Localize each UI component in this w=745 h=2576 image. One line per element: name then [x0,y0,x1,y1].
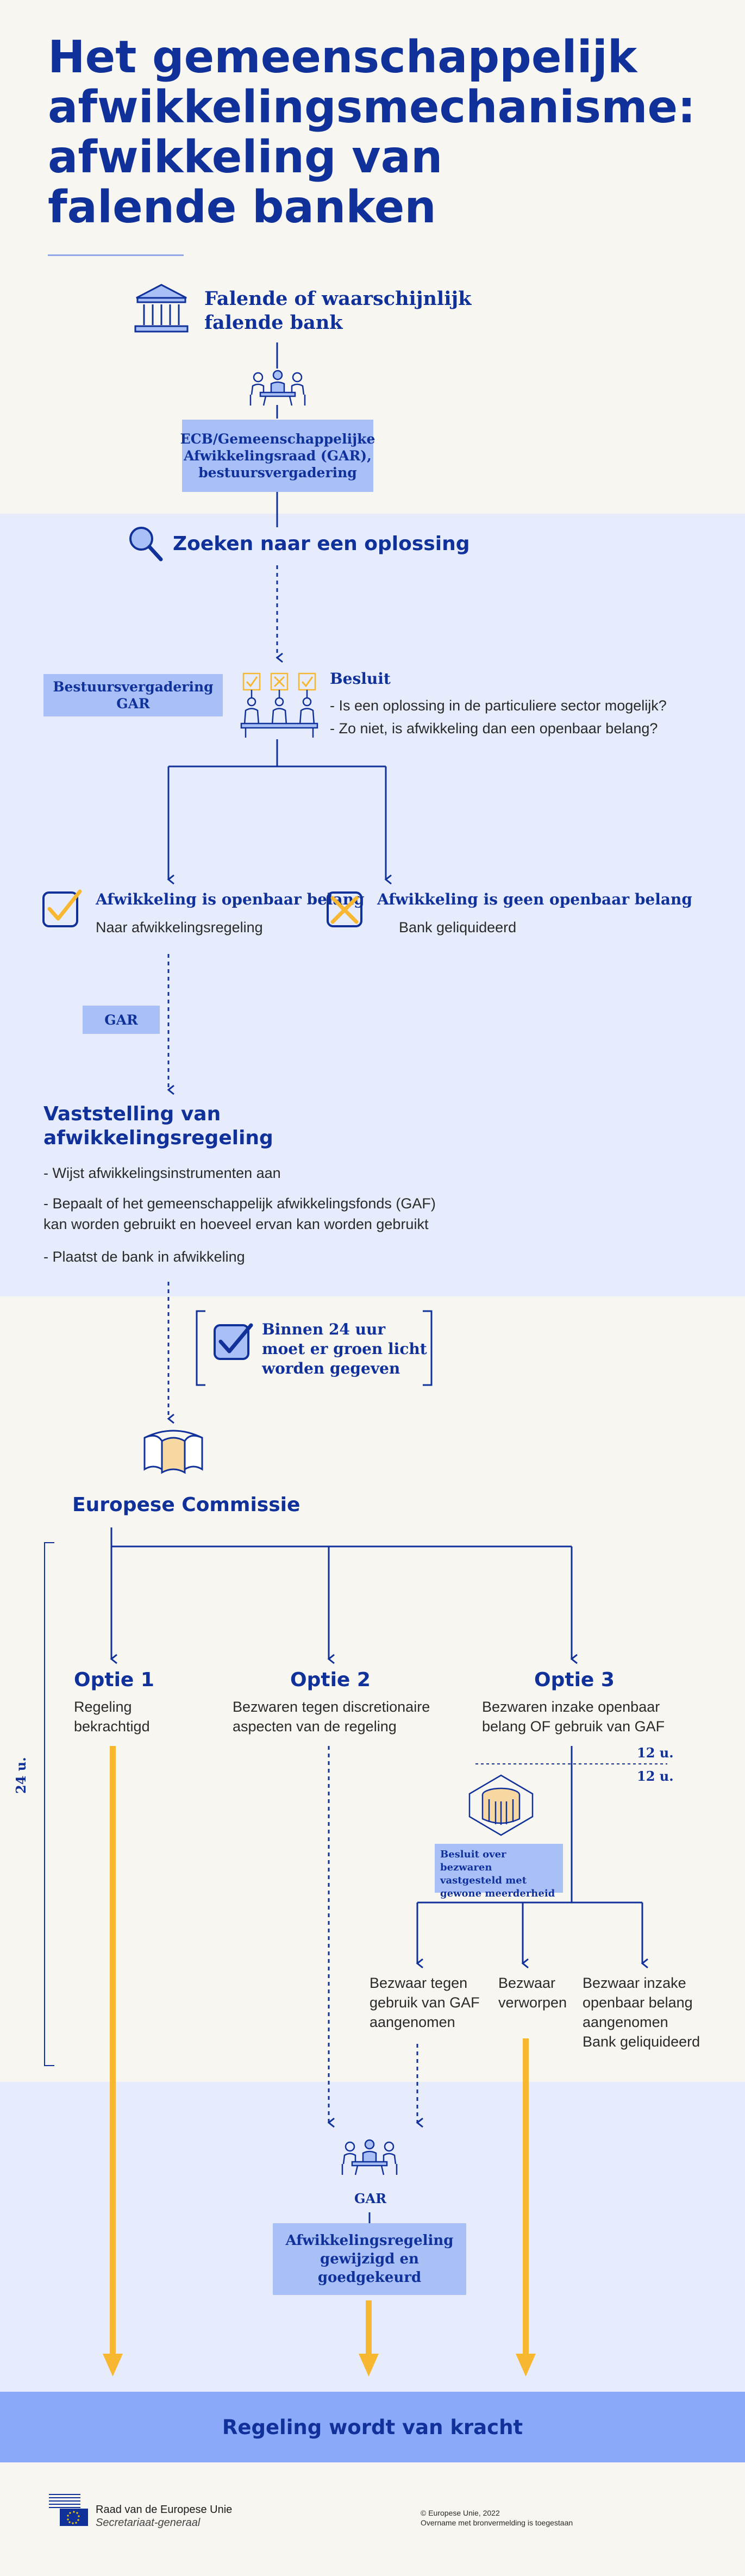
box-line: gewone meerderheid [440,1888,555,1899]
scheme-item-1: - Wijst afwikkelingsinstrumenten aan [43,1165,281,1181]
footer-copyright: © Europese Unie, 2022 Overname met bronv… [421,2508,573,2528]
band-commission [0,1296,745,2082]
sub-option-public-interest: Bezwaar inzake openbaar belang aangenome… [583,1973,700,2051]
voting-icon [239,671,320,739]
bank-icon [133,283,190,334]
sub-option-rejected: Bezwaar verworpen [498,1973,567,2012]
option-3-title: Optie 3 [534,1669,615,1691]
option-nonpublic-title: Afwikkeling is geen openbaar belang [377,890,692,908]
green-light-note: Binnen 24 uur moet er groen licht worden… [262,1320,427,1379]
text-line: Bezwaar inzake [583,1975,686,1991]
title-line: Het gemeenschappelijk [48,32,637,83]
board-meeting-box: Bestuursvergadering GAR [43,674,223,716]
copyright-line: © Europese Unie, 2022 [421,2509,500,2517]
option-nonpublic-sub: Bank geliquideerd [399,919,517,935]
final-outcome-label: Regeling wordt van kracht [222,2415,523,2439]
srb-label-box: GAR [83,1006,160,1034]
hours-12-lower: 12 u. [637,1768,674,1784]
option-public-sub: Naar afwikkelingsregeling [96,919,263,935]
org-name: Raad van de Europese Unie [96,2504,233,2516]
text-line: verworpen [498,1994,567,2011]
decision-question-1: - Is een oplossing in de particuliere se… [330,697,667,714]
title-line: afwikkelingsregeling [43,1127,273,1149]
text-line: gebruik van GAF [370,1994,480,2011]
box-line: bestuursvergadering [198,465,357,481]
band-search [0,514,745,1296]
text-line: Bezwaar [498,1975,556,1991]
hours-12-upper: 12 u. [637,1745,674,1761]
option-public-title: Afwikkeling is openbaar belang [96,890,365,908]
resolution-scheme-title: Vaststelling van afwikkelingsregeling [43,1102,273,1150]
title-line: Vaststelling van [43,1103,221,1125]
council-building-icon [466,1773,536,1837]
label-line: falende bank [204,311,343,334]
checkbox-icon [212,1321,254,1364]
sub-option-fund-objection: Bezwaar tegen gebruik van GAF aangenomen [370,1973,480,2032]
box-line: GAR [116,696,150,712]
decision-question-2: - Zo niet, is afwikkeling dan een openba… [330,720,658,737]
title-line: falende banken [48,182,436,233]
text-line: bekrachtigd [74,1718,150,1735]
scheme-item-2a: - Bepaalt of het gemeenschappelijk afwik… [43,1195,436,1212]
copyright-line: Overname met bronvermelding is toegestaa… [421,2518,573,2527]
title-line: afwikkeling van [48,132,443,183]
search-label: Zoeken naar een oplossing [173,533,470,555]
text-line: aangenomen [370,2014,455,2030]
hours-24-label: 24 u. [13,1757,29,1794]
option-1-title: Optie 1 [74,1669,154,1691]
amended-scheme-box: Afwikkelingsregeling gewijzigd en goedge… [273,2223,466,2295]
commission-building-icon [140,1427,206,1481]
title-line: afwikkelingsmechanisme: [48,82,696,133]
ecb-srb-box: ECB/Gemeenschappelijke Afwikkelingsraad … [180,420,375,492]
search-icon [126,523,165,564]
scheme-item-2b: kan worden gebruikt en hoeveel ervan kan… [43,1216,429,1232]
commission-label: Europese Commissie [72,1494,300,1516]
text-line: aangenomen [583,2014,668,2030]
text-line: aspecten van de regeling [233,1718,397,1735]
box-line: Afwikkelingsregeling [285,2232,454,2249]
option-1-text: Regeling bekrachtigd [74,1697,150,1736]
council-decision-box: Besluit over bezwaren vastgesteld met ge… [435,1844,563,1899]
meeting-icon [339,2139,400,2176]
srb-bottom-label: GAR [354,2191,387,2206]
text-line: Bezwaar tegen [370,1975,468,1991]
text-line: openbaar belang [583,1994,693,2011]
step-bank-label: Falende of waarschijnlijk falende bank [204,287,471,335]
note-line: Binnen 24 uur [262,1320,386,1338]
box-line: vastgesteld met [440,1875,527,1886]
box-line: gewijzigd en goedgekeurd [317,2251,422,2286]
text-line: Bank geliquideerd [583,2034,700,2050]
eu-flag-icon [48,2492,90,2527]
meeting-icon [247,370,308,407]
box-line: Bestuursvergadering [53,679,214,695]
title-divider [48,254,184,256]
note-line: moet er groen licht [262,1340,427,1358]
text-line: Bezwaren tegen discretionaire [233,1699,430,1715]
box-line: Afwikkelingsraad (GAR), [184,448,372,464]
check-icon [41,887,84,931]
label-line: Falende of waarschijnlijk [204,288,472,310]
decision-title: Besluit [330,670,391,688]
box-line: Besluit over bezwaren [440,1849,506,1873]
note-line: worden gegeven [262,1359,400,1377]
option-2-text: Bezwaren tegen discretionaire aspecten v… [233,1697,430,1736]
footer-org: Raad van de Europese Unie Secretariaat-g… [96,2503,232,2529]
scheme-item-3: - Plaatst de bank in afwikkeling [43,1249,245,1265]
option-3-text: Bezwaren inzake openbaar belang OF gebru… [482,1697,665,1736]
final-outcome-band: Regeling wordt van kracht [0,2392,745,2462]
box-line: ECB/Gemeenschappelijke [180,431,375,447]
org-unit: Secretariaat-generaal [96,2517,201,2529]
option-2-title: Optie 2 [290,1669,371,1691]
text-line: belang OF gebruik van GAF [482,1718,665,1735]
text-line: Bezwaren inzake openbaar [482,1699,660,1715]
cross-icon [325,887,366,931]
text-line: Regeling [74,1699,132,1715]
page-title: Het gemeenschappelijk afwikkelingsmechan… [48,33,700,233]
